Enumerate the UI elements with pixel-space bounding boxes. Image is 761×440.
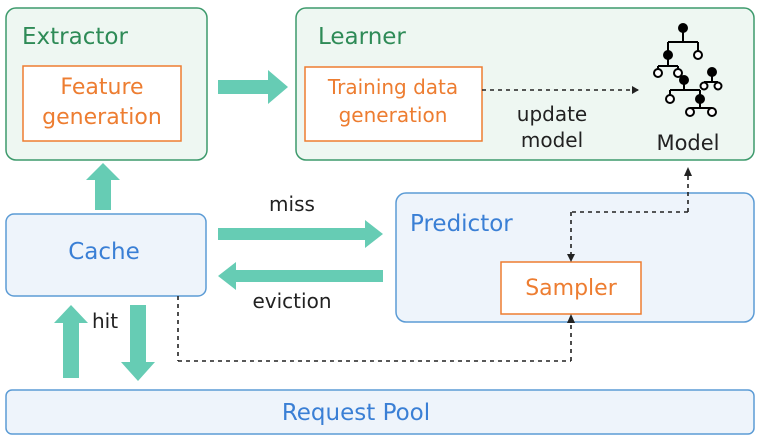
hit-up-arrow bbox=[54, 305, 88, 378]
request-pool-title: Request Pool bbox=[282, 400, 430, 426]
eviction-label: eviction bbox=[252, 289, 331, 313]
request-pool-box: Request Pool bbox=[5, 389, 755, 435]
miss-label: miss bbox=[269, 192, 315, 216]
feature-generation-box: Feature generation bbox=[22, 65, 182, 142]
sampler-box: Sampler bbox=[500, 261, 642, 315]
learner-title: Learner bbox=[318, 24, 406, 50]
sampler-link-arrowhead bbox=[567, 254, 575, 262]
cache-title: Cache bbox=[68, 239, 140, 265]
learner-panel: Learner Training data generation update … bbox=[295, 7, 755, 161]
request-down-arrow bbox=[121, 305, 155, 381]
feature-generation-line2: generation bbox=[42, 105, 162, 130]
training-data-generation-box: Training data generation bbox=[304, 66, 483, 142]
hit-label: hit bbox=[92, 309, 118, 333]
model-sampler-link bbox=[570, 176, 689, 255]
model-link-arrowhead bbox=[684, 167, 692, 176]
extractor-title: Extractor bbox=[22, 24, 128, 50]
miss-arrow bbox=[218, 220, 383, 248]
cache-sampler-link bbox=[177, 296, 572, 362]
training-data-line2: generation bbox=[339, 103, 448, 127]
sampler-label: Sampler bbox=[525, 276, 617, 301]
cache-link-arrowhead bbox=[567, 314, 575, 323]
extractor-panel: Extractor Feature generation bbox=[5, 7, 208, 161]
training-data-line1: Training data bbox=[327, 75, 458, 99]
predictor-title: Predictor bbox=[410, 211, 513, 237]
model-label: Model bbox=[656, 131, 719, 155]
eviction-arrow bbox=[218, 262, 383, 290]
update-model-label-line2: model bbox=[521, 128, 583, 152]
feature-generation-line1: Feature bbox=[60, 75, 143, 100]
tree-model-icon bbox=[653, 23, 723, 117]
update-model-label-line1: update bbox=[517, 102, 587, 126]
cache-to-extractor-arrow bbox=[86, 163, 120, 210]
cache-box: Cache bbox=[5, 213, 207, 297]
extractor-to-learner-arrow bbox=[218, 70, 288, 104]
